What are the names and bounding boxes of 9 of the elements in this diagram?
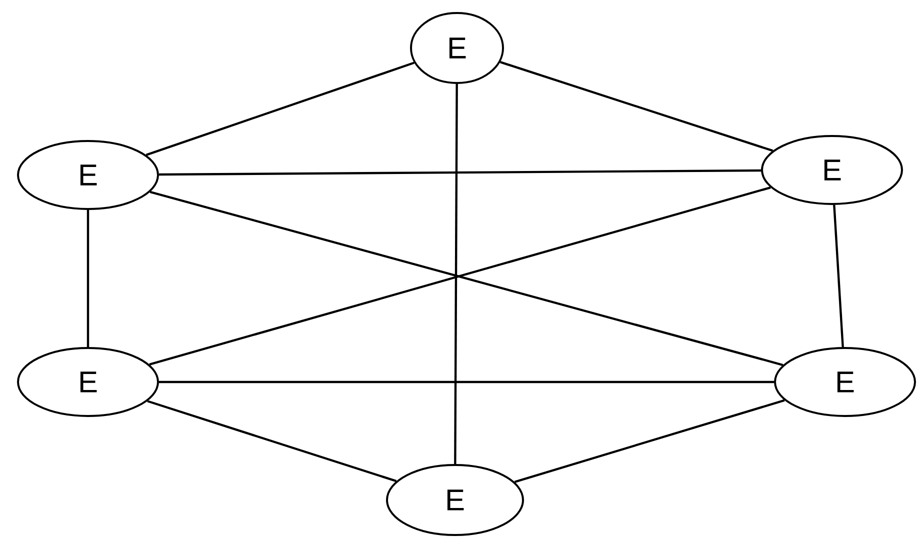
connector-line xyxy=(454,84,458,464)
connector-line xyxy=(159,380,774,384)
connector-line xyxy=(147,400,397,482)
connector-line xyxy=(833,204,844,348)
connector-line xyxy=(146,62,414,156)
connector-line xyxy=(86,210,90,347)
connector-line xyxy=(158,169,762,176)
connector-line xyxy=(514,399,785,483)
connector-line xyxy=(500,61,774,152)
